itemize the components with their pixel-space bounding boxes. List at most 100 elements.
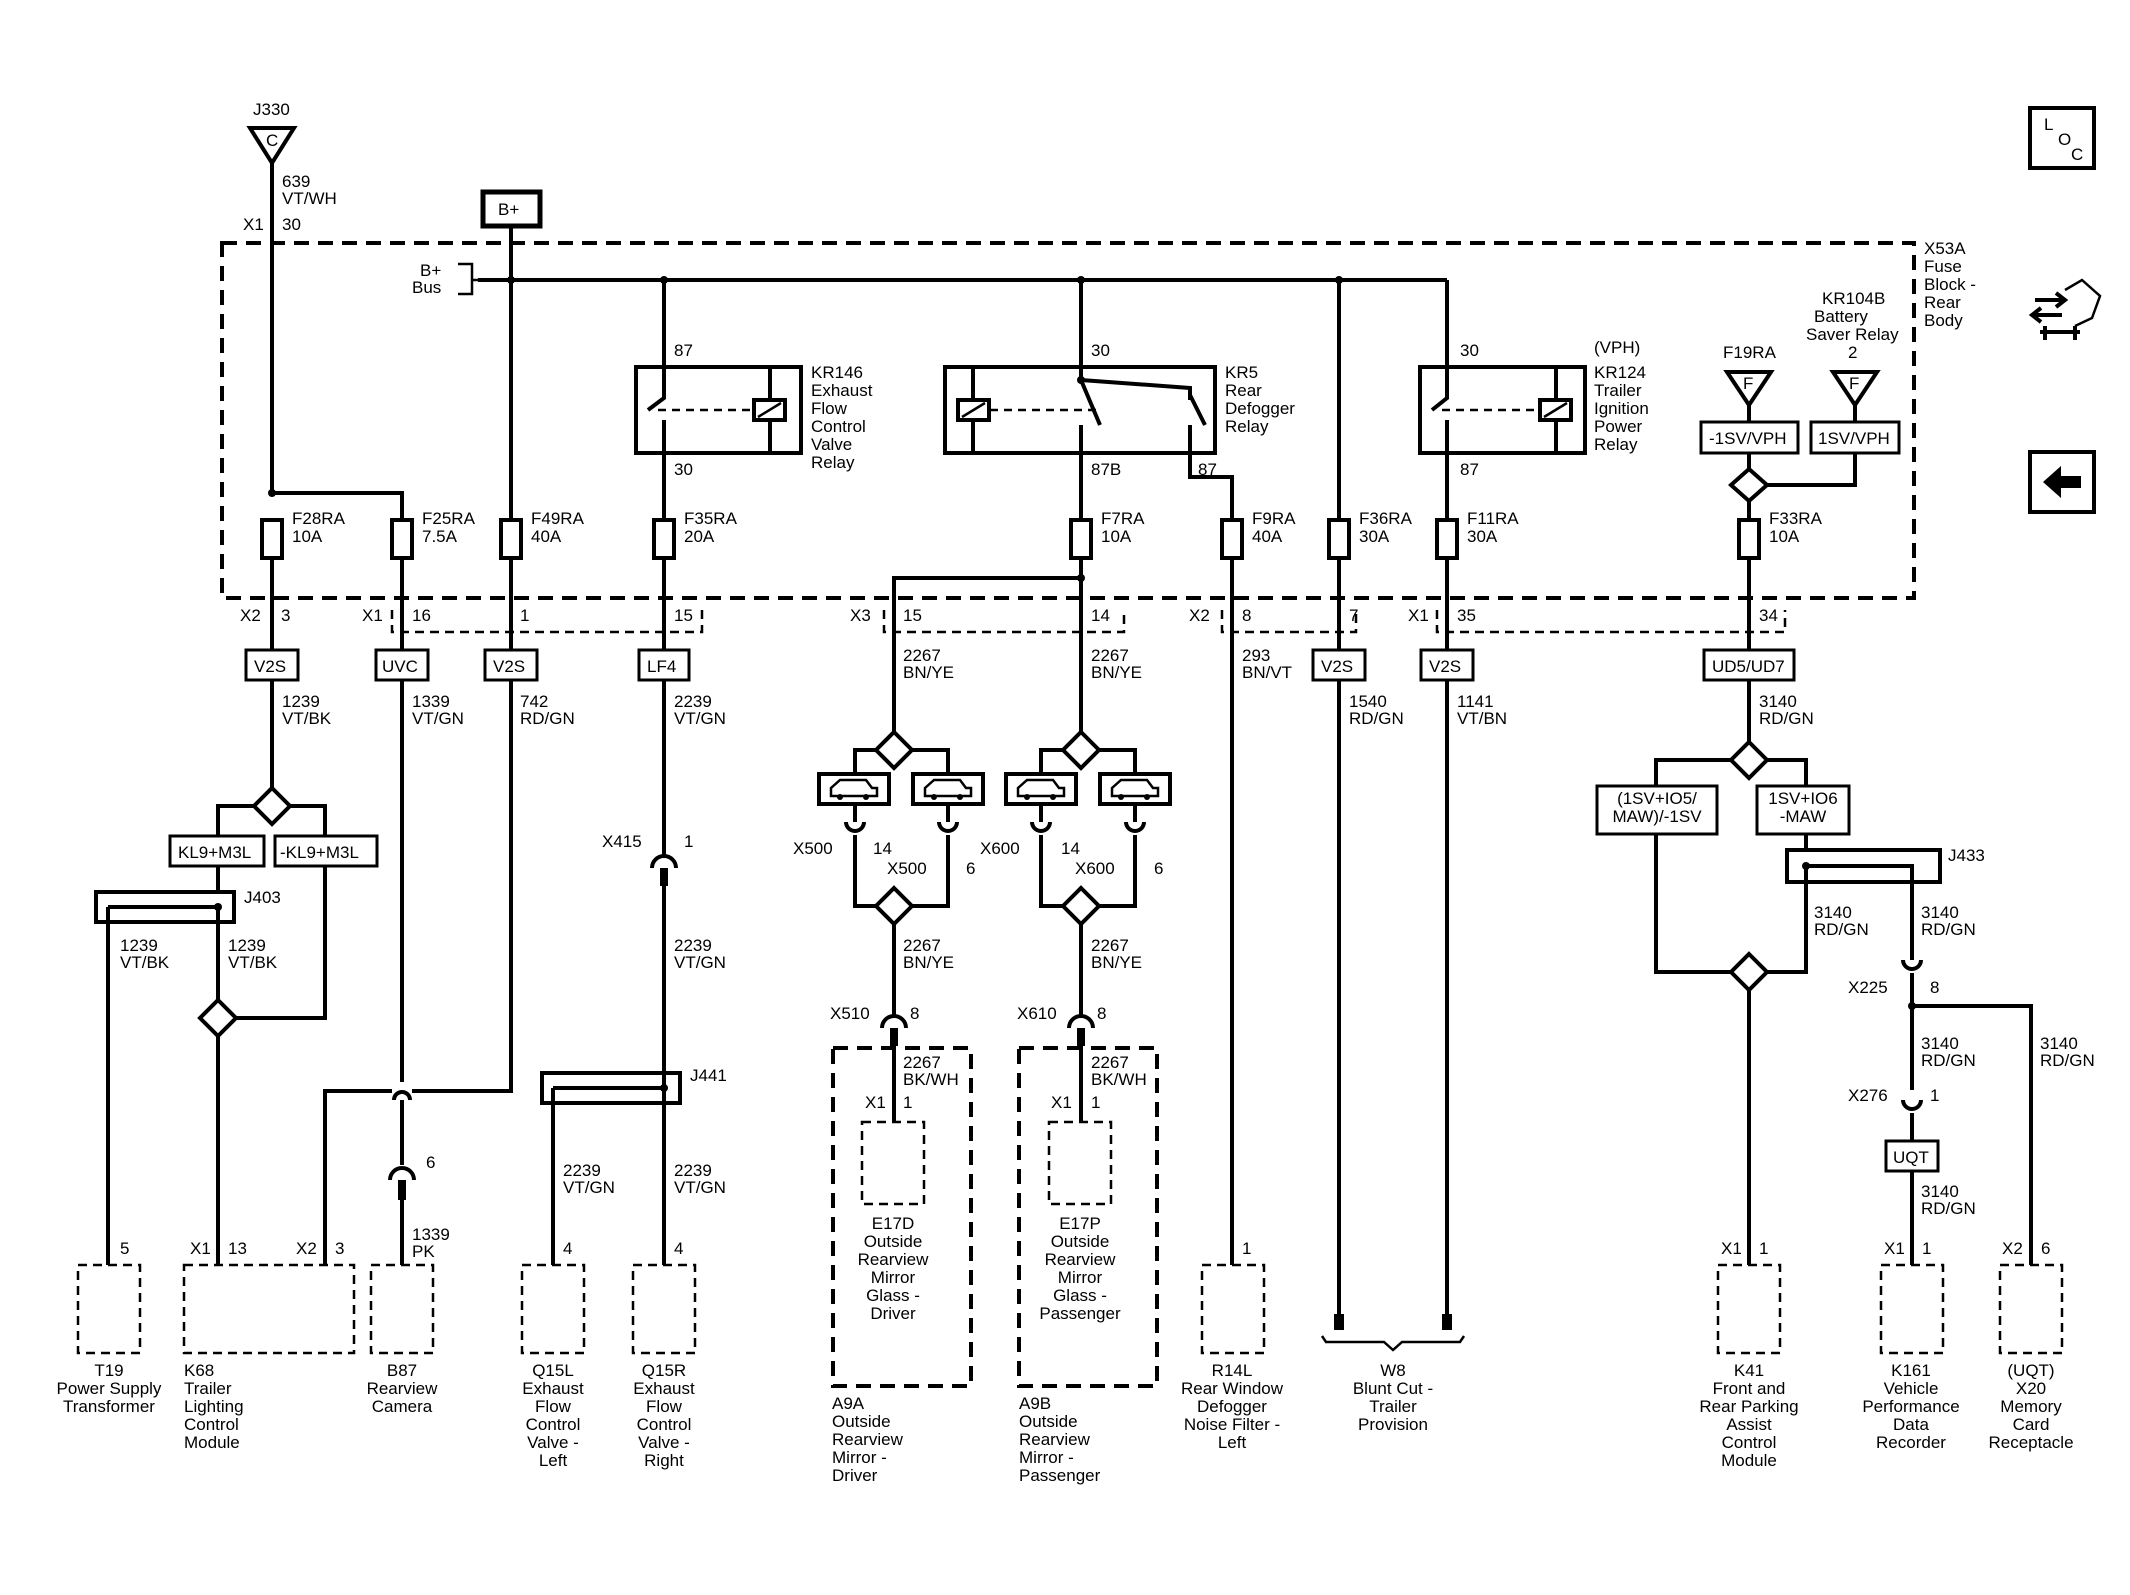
svg-text:X2: X2 xyxy=(296,1239,317,1258)
a9a-module xyxy=(831,1046,973,1388)
connector-view-icon[interactable] xyxy=(2028,278,2102,340)
svg-text:1: 1 xyxy=(684,832,693,851)
svg-text:C: C xyxy=(2071,145,2083,164)
driver-mirror-options xyxy=(817,729,985,1016)
svg-text:8: 8 xyxy=(1930,978,1939,997)
kr104b-triangle xyxy=(1829,370,1881,409)
q15l-box xyxy=(520,1263,586,1355)
svg-text:X415: X415 xyxy=(602,832,642,851)
mode-diamond-kl9 xyxy=(251,785,293,827)
neg-1sv-vph-box xyxy=(1699,420,1800,455)
fuse-f33ra xyxy=(1737,518,1761,560)
svg-text:UQT: UQT xyxy=(1893,1148,1929,1167)
fuse-f35ra xyxy=(652,518,676,560)
j330-letter: C xyxy=(266,131,278,150)
svg-text:1: 1 xyxy=(1930,1086,1939,1105)
wire-f25-feed xyxy=(272,491,404,520)
svg-text:14: 14 xyxy=(873,839,892,858)
kr5-pin87: 87 xyxy=(1198,460,1217,479)
fuse-f25ra xyxy=(390,518,414,560)
svg-text:4: 4 xyxy=(563,1239,572,1258)
component-boxes xyxy=(76,1263,2064,1355)
fuse-f28ra xyxy=(260,518,284,560)
svg-text:X500: X500 xyxy=(793,839,833,858)
r14l-box xyxy=(1200,1263,1266,1355)
fuse-row xyxy=(260,518,1761,560)
kr124-pin30: 30 xyxy=(1460,341,1479,360)
mode-diamond-f33 xyxy=(1727,466,1771,504)
j330-label: J330 xyxy=(253,100,290,119)
b87-box xyxy=(369,1263,435,1355)
svg-text:1: 1 xyxy=(1242,1239,1251,1258)
w8-cut-2 xyxy=(1442,1314,1452,1330)
j403-splice xyxy=(94,890,236,924)
w8-cut-1 xyxy=(1334,1314,1344,1330)
option-boxes: V2S UVC V2S LF4 V2S V2S UD5/UD7 xyxy=(244,648,1796,682)
svg-text:1: 1 xyxy=(1922,1239,1931,1258)
fuse-f11ra xyxy=(1435,518,1459,560)
pos-1sv-vph-box xyxy=(1809,420,1901,455)
svg-text:X1: X1 xyxy=(190,1239,211,1258)
kr5-pin30: 30 xyxy=(1091,341,1110,360)
pin-x1: X1 xyxy=(243,215,264,234)
x276-connector xyxy=(1901,1099,1923,1111)
svg-text:15: 15 xyxy=(674,606,693,625)
svg-text:16: 16 xyxy=(412,606,431,625)
svg-text:L: L xyxy=(2044,115,2053,134)
svg-text:1: 1 xyxy=(520,606,529,625)
a9b-module xyxy=(1017,1046,1159,1388)
x1b-connector xyxy=(1435,610,1787,634)
e17p-element xyxy=(1047,1120,1113,1206)
svg-text:14: 14 xyxy=(1061,839,1080,858)
loc-button[interactable]: L O C xyxy=(2028,106,2096,170)
svg-text:1SV/VPH: 1SV/VPH xyxy=(1818,429,1890,448)
svg-text:14: 14 xyxy=(1091,606,1110,625)
kr124-relay xyxy=(1418,365,1587,455)
b-plus-box xyxy=(480,189,543,229)
j330-triangle xyxy=(246,126,298,167)
kr146-pin87: 87 xyxy=(674,341,693,360)
svg-text:1: 1 xyxy=(903,1093,912,1112)
svg-text:UVC: UVC xyxy=(382,657,418,676)
svg-text:X2: X2 xyxy=(240,606,261,625)
f7ra-split xyxy=(892,576,1083,650)
back-arrow-button[interactable] xyxy=(2028,450,2096,514)
svg-text:-1SV/VPH: -1SV/VPH xyxy=(1709,429,1786,448)
svg-text:15: 15 xyxy=(903,606,922,625)
svg-text:X1: X1 xyxy=(1051,1093,1072,1112)
x2b-connector xyxy=(1220,610,1358,634)
svg-text:1: 1 xyxy=(1759,1239,1768,1258)
mode-diamond-k68 xyxy=(197,997,239,1039)
k41-box xyxy=(1716,1263,1782,1355)
b-plus-label: B+ xyxy=(498,200,519,219)
svg-text:X276: X276 xyxy=(1848,1086,1888,1105)
mode-diamond-io xyxy=(1728,739,1770,781)
svg-text:O: O xyxy=(2058,130,2071,149)
